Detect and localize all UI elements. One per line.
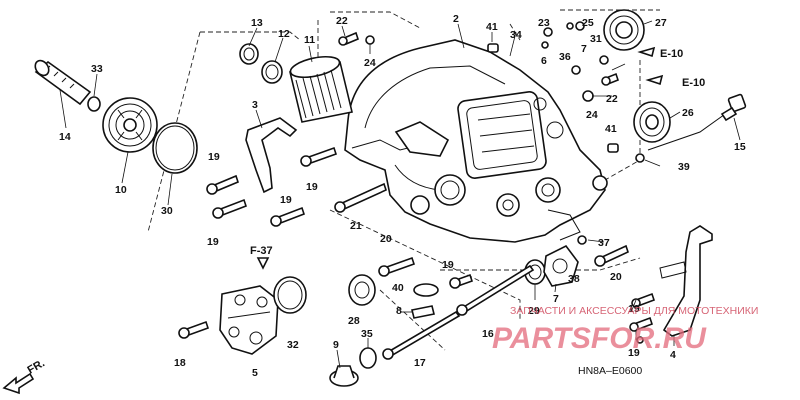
watermark: ЗАПЧАСТИ И АКСЕССУАРЫ ДЛЯ МОТОТЕХНИКИ PA… (492, 305, 758, 355)
seal-13 (239, 43, 259, 65)
bolts (178, 31, 656, 339)
callout-numbers: 13 12 11 22 24 2 41 34 23 25 27 6 36 31 … (59, 13, 746, 379)
callout-20-b: 20 (610, 271, 622, 283)
watermark-subtitle: ЗАПЧАСТИ И АКСЕССУАРЫ ДЛЯ МОТОТЕХНИКИ (510, 305, 758, 317)
callout-12: 12 (278, 28, 290, 40)
f37-arrow (256, 257, 270, 270)
callout-22: 22 (336, 15, 348, 27)
diagram-code: HN8A–E0600 (578, 365, 642, 377)
callout-11: 11 (304, 34, 315, 46)
callout-28: 28 (348, 315, 360, 327)
callout-2: 2 (453, 13, 459, 25)
part-8 (411, 305, 435, 319)
callout-5: 5 (252, 367, 258, 379)
callout-23: 23 (538, 17, 550, 29)
callout-13: 13 (251, 17, 263, 29)
front-arrow-icon (2, 372, 35, 395)
callout-34: 34 (510, 29, 522, 41)
long-bolt-16 (456, 264, 535, 316)
callout-40: 40 (392, 282, 404, 294)
callout-19-c: 19 (306, 181, 318, 193)
leader-lines (59, 20, 741, 369)
callout-35: 35 (361, 328, 373, 340)
callout-24: 24 (364, 57, 376, 69)
callout-21: 21 (350, 220, 362, 232)
seal-28 (348, 274, 376, 306)
callout-3: 3 (252, 99, 258, 111)
callout-38: 38 (568, 273, 580, 285)
callout-27: 27 (655, 17, 667, 29)
callout-33: 33 (91, 63, 103, 75)
sensor-15 (647, 93, 747, 151)
shaft-14 (34, 59, 92, 106)
gear-38 (543, 244, 579, 287)
callout-30: 30 (161, 205, 173, 217)
ref-f37: F-37 (250, 245, 273, 257)
callout-10: 10 (115, 184, 127, 196)
bearing-27 (603, 9, 645, 51)
front-arrow-label: FR. (26, 357, 47, 376)
long-bolt-17 (382, 310, 461, 360)
callout-19-b: 19 (207, 236, 219, 248)
callout-37: 37 (598, 237, 610, 249)
o-ring-12 (261, 60, 283, 84)
callout-19-e: 19 (442, 259, 454, 271)
bearing-26 (633, 101, 671, 143)
part-40 (413, 283, 439, 297)
rotor-10 (102, 97, 158, 153)
callout-29: 29 (528, 305, 540, 317)
bracket-3 (245, 117, 298, 194)
callout-15: 15 (734, 141, 746, 153)
callout-26: 26 (682, 107, 694, 119)
callout-31: 31 (590, 33, 602, 45)
cap-9 (329, 365, 359, 387)
section-references: E-10 E-10 F-37 (250, 46, 705, 270)
callout-24-b: 24 (586, 109, 598, 121)
callout-8: 8 (396, 305, 402, 317)
callout-19-f: 19 (628, 303, 640, 315)
washer-33 (87, 96, 101, 112)
o-ring-32 (273, 276, 307, 314)
callout-4: 4 (670, 349, 676, 361)
o-ring-30 (152, 122, 198, 174)
callout-22-b: 22 (606, 93, 618, 105)
callout-41: 41 (486, 21, 498, 33)
callout-19-a: 19 (208, 151, 220, 163)
callout-19-g: 19 (628, 347, 640, 359)
oil-filter-11 (289, 55, 353, 123)
callout-16: 16 (482, 328, 494, 340)
callout-32: 32 (287, 339, 299, 351)
e10-arrow-mid (645, 74, 664, 86)
bracket-4 (659, 225, 713, 337)
pump-body-5 (219, 285, 279, 355)
ref-e10-mid: E-10 (682, 77, 705, 89)
callout-7: 7 (581, 43, 587, 55)
callout-18: 18 (174, 357, 186, 369)
callout-25: 25 (582, 17, 594, 29)
callout-20-a: 20 (380, 233, 392, 245)
callout-41-b: 41 (605, 123, 617, 135)
crankcase-cover (344, 39, 608, 243)
callout-6: 6 (541, 55, 547, 67)
watermark-brand: PARTSFOR.RU (492, 322, 707, 355)
callout-7-b: 7 (553, 293, 559, 305)
callout-17: 17 (414, 357, 426, 369)
o-ring-35 (359, 347, 377, 369)
front-arrow: FR. (2, 357, 47, 395)
e10-arrow-top (637, 46, 656, 58)
callout-36: 36 (559, 51, 571, 63)
callout-19-d: 19 (280, 194, 292, 206)
callout-14: 14 (59, 131, 71, 143)
ref-e10-top: E-10 (660, 48, 683, 60)
callout-39: 39 (678, 161, 690, 173)
callout-9: 9 (333, 339, 339, 351)
small-parts (365, 21, 645, 344)
